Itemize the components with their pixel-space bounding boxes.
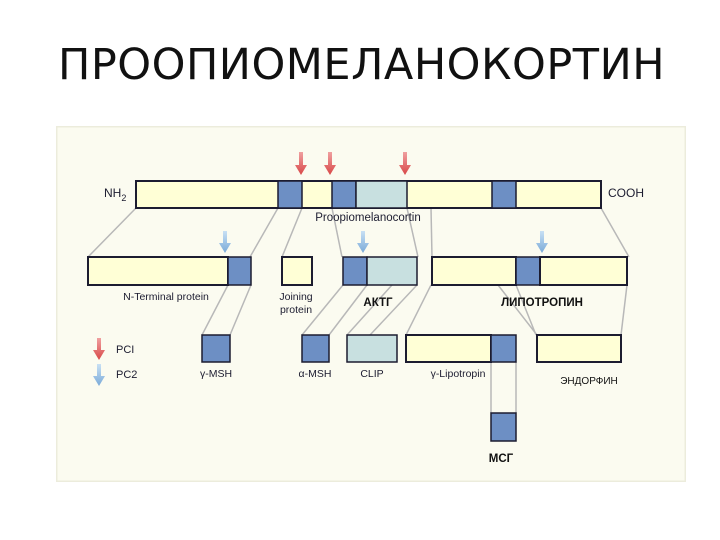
slide-title: ПРООПИОМЕЛАНОКОРТИН: [58, 40, 666, 90]
connector-lines: [87, 207, 630, 413]
actg-msh-segment: [342, 256, 368, 286]
lipotropin-msh-segment: [515, 256, 541, 286]
legend-pc1-label: PCI: [116, 344, 134, 356]
actg-label: АКТГ: [363, 297, 393, 309]
pomc-diagram-svg: NH2 COOH Proopiomelanocortin N-Terminal …: [54, 124, 688, 484]
legend-pc2-arrow: [93, 364, 105, 386]
gamma-lipotropin-label: γ-Lipotropin: [431, 368, 486, 380]
alpha-msh-box: [301, 334, 330, 363]
msg-box: [490, 412, 517, 442]
pc1-arrow: [295, 152, 307, 175]
joining-protein-segment: [281, 256, 313, 286]
alpha-msh-label: α-MSH: [299, 368, 332, 380]
clip-label: CLIP: [360, 368, 383, 380]
pomc-diagram: NH2 COOH Proopiomelanocortin N-Terminal …: [54, 124, 688, 484]
legend: PCI PC2: [93, 338, 137, 386]
lipotropin-label: ЛИПОТРОПИН: [501, 297, 583, 309]
pc2-arrow: [357, 231, 369, 253]
precursor-bar: [135, 180, 602, 209]
actg-clip-segment: [366, 256, 418, 286]
precursor-beta-msh-segment: [491, 180, 517, 209]
legend-pc1-arrow: [93, 338, 105, 360]
precursor-alpha-msh-segment: [331, 180, 357, 209]
pc2-arrow: [219, 231, 231, 253]
joining-label-line1: Joining: [279, 291, 312, 303]
lipotropin-segment: [431, 256, 517, 286]
gamma-lipotropin-box: [405, 334, 492, 363]
clip-box: [346, 334, 398, 363]
nh2-label: NH2: [104, 186, 126, 203]
gamma-lipotropin-msh-box: [490, 334, 517, 363]
precursor-label: Proopiomelanocortin: [315, 212, 420, 224]
pc1-cleavage-arrows: [295, 152, 411, 175]
gamma-msh-box: [201, 334, 231, 363]
cooh-label: COOH: [608, 186, 644, 200]
precursor-gamma-msh-segment: [277, 180, 303, 209]
n-terminal-label: N-Terminal protein: [123, 291, 209, 303]
endorphin-box: [536, 334, 622, 363]
joining-label-line2: protein: [280, 304, 312, 316]
pc2-cleavage-arrows: [219, 231, 548, 253]
lipotropin-end-segment: [539, 256, 628, 286]
legend-pc2-label: PC2: [116, 369, 137, 381]
endorphin-label: ЭНДОРФИН: [560, 376, 618, 387]
n-terminal-segment: [87, 256, 229, 286]
product-row: [201, 334, 622, 363]
pc1-arrow: [324, 152, 336, 175]
n-terminal-gamma-msh-segment: [227, 256, 252, 286]
msg-label: МСГ: [489, 453, 514, 465]
pc2-arrow: [536, 231, 548, 253]
gamma-msh-label: γ-MSH: [200, 368, 232, 380]
pc1-arrow: [399, 152, 411, 175]
intermediate-row: [87, 256, 628, 286]
precursor-clip-segment: [355, 180, 408, 209]
